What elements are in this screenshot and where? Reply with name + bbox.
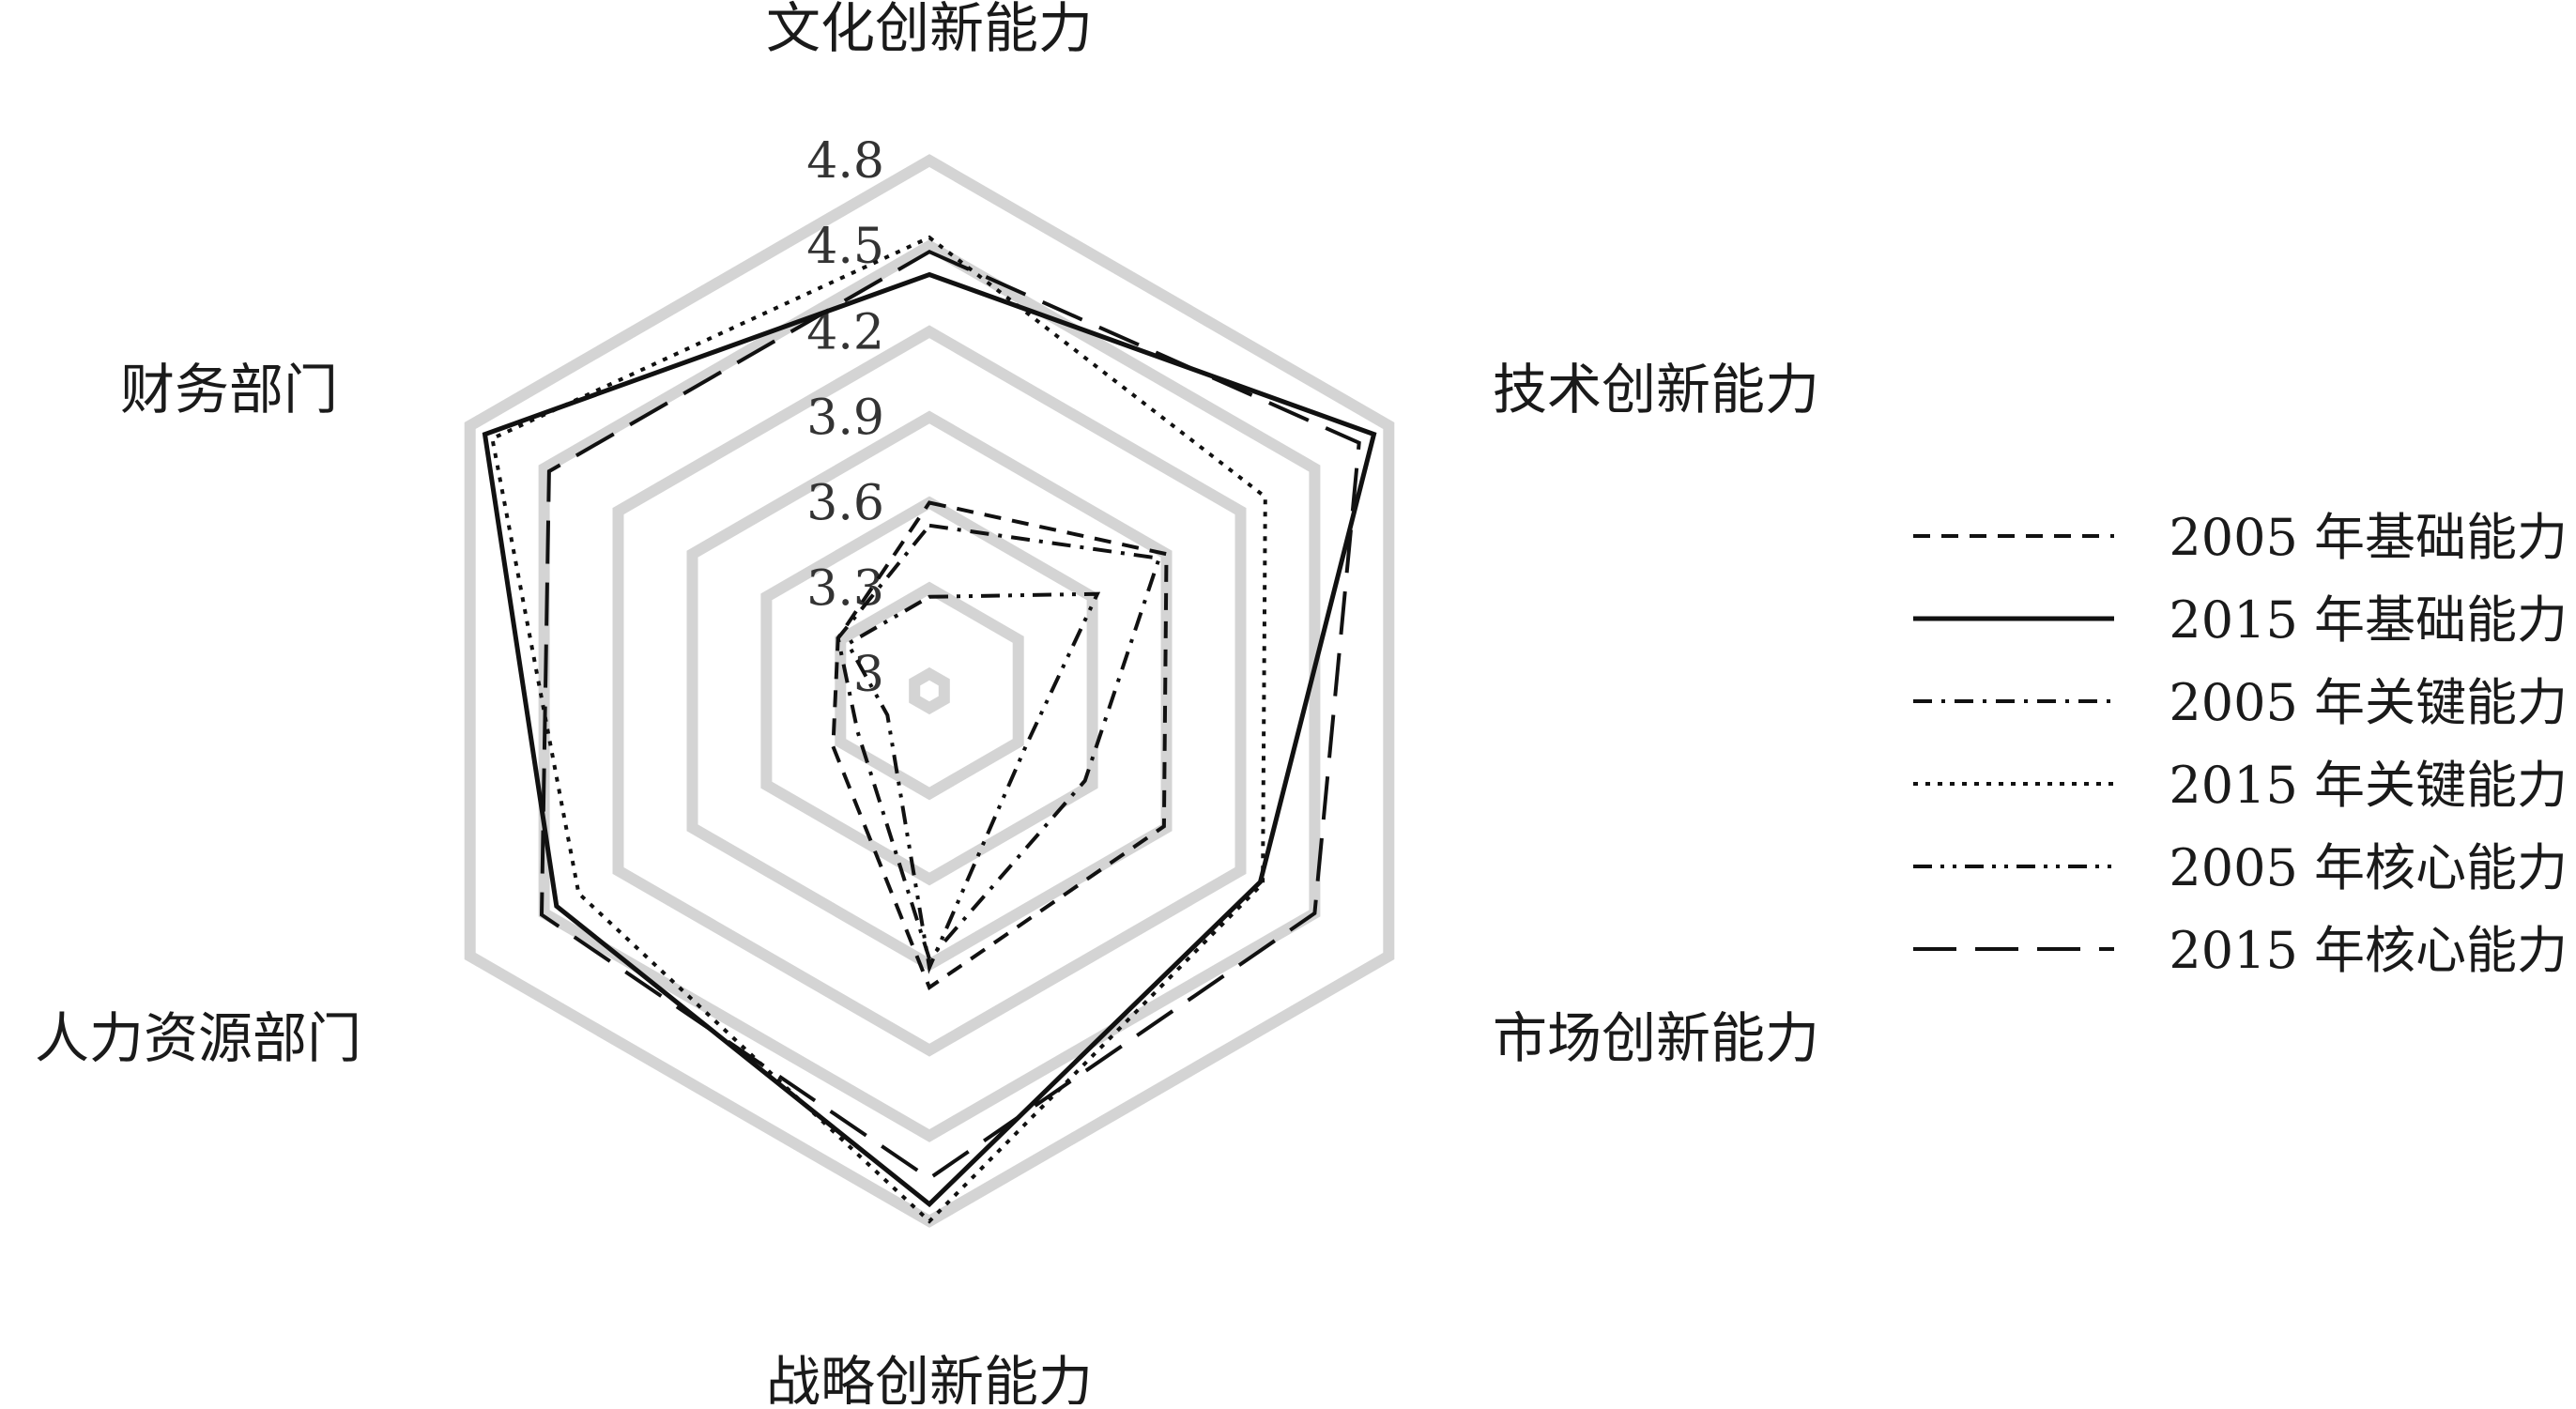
axis-label-2: 市场创新能力	[1493, 1006, 1819, 1070]
radial-tick-labels: 33.33.63.94.24.54.8	[806, 133, 884, 703]
tick-label-2: 3.6	[806, 476, 884, 532]
legend-label-2: 2005 年关键能力	[2169, 673, 2568, 732]
tick-label-3: 3.9	[806, 390, 884, 446]
series-line-5	[539, 249, 1361, 1181]
grid-ring-4	[612, 325, 1247, 1057]
legend-label-0: 2005 年基础能力	[2169, 508, 2568, 567]
axis-label-3: 战略创新能力	[766, 1350, 1093, 1404]
series-line-4	[845, 591, 1101, 974]
grid-ring-6	[464, 154, 1395, 1228]
series-line-2	[836, 523, 1162, 963]
axis-label-1: 技术创新能力	[1493, 358, 1819, 421]
grid-ring-2	[760, 496, 1098, 886]
legend: 2005 年基础能力 2015 年基础能力 2005 年关键能力 2015 年关键能力…	[1913, 508, 2568, 980]
legend-label-1: 2015 年基础能力	[2169, 590, 2568, 650]
grid-ring-0	[909, 666, 950, 715]
axis-label-5: 财务部门	[120, 358, 338, 421]
tick-label-0: 3	[853, 647, 884, 703]
axis-label-0: 文化创新能力	[766, 0, 1093, 60]
series-line-1	[482, 271, 1377, 1208]
tick-label-6: 4.8	[806, 133, 884, 190]
series-line-3	[490, 235, 1267, 1224]
legend-label-5: 2015 年核心能力	[2169, 921, 2568, 980]
series-layer	[482, 235, 1377, 1224]
legend-label-3: 2015 年关键能力	[2169, 756, 2568, 815]
grid-ring-1	[835, 581, 1024, 801]
tick-label-5: 4.5	[806, 219, 884, 275]
radar-grid	[464, 154, 1395, 1228]
axis-label-4: 人力资源部门	[35, 1006, 361, 1070]
legend-label-4: 2005 年核心能力	[2169, 838, 2568, 897]
grid-ring-5	[538, 239, 1321, 1142]
